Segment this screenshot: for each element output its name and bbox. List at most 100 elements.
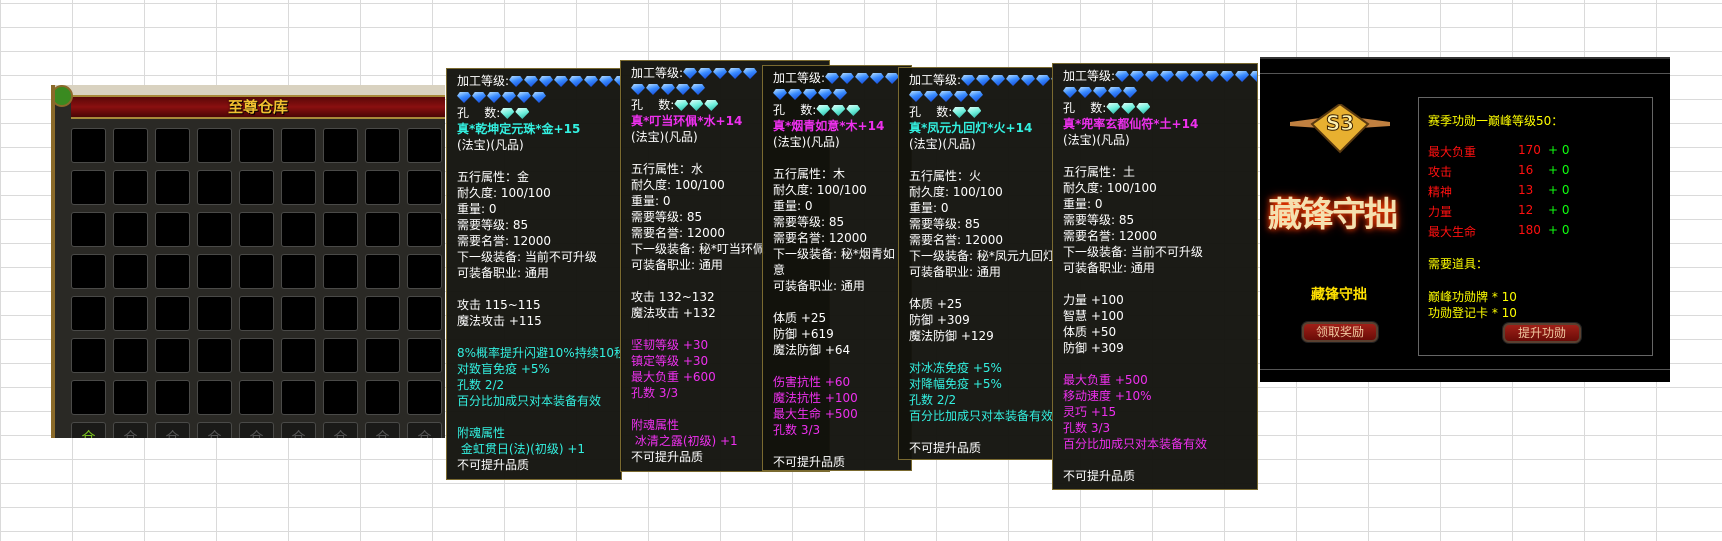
storage-slot[interactable]	[113, 128, 148, 163]
storage-slot[interactable]	[155, 338, 190, 373]
storage-slot[interactable]	[71, 338, 106, 373]
warehouse-page-tab[interactable]: 仓	[281, 422, 316, 438]
storage-slot[interactable]	[365, 128, 400, 163]
storage-slot[interactable]	[113, 170, 148, 205]
storage-slot[interactable]	[197, 254, 232, 289]
storage-slot[interactable]	[407, 170, 442, 205]
tooltip-line: 下一级装备: 当前不可升级	[1063, 244, 1257, 260]
refine-level-row-2	[773, 86, 911, 102]
storage-slot[interactable]	[113, 338, 148, 373]
storage-slot[interactable]	[71, 212, 106, 247]
warehouse-page-tab[interactable]: 仓	[239, 422, 274, 438]
storage-slot[interactable]	[239, 254, 274, 289]
storage-slot[interactable]	[407, 338, 442, 373]
storage-slot[interactable]	[407, 296, 442, 331]
warehouse-page-tab[interactable]: 仓	[197, 422, 232, 438]
upgrade-merit-button[interactable]: 提升功勋	[1503, 323, 1581, 343]
storage-slot[interactable]	[281, 128, 316, 163]
refine-level-label: 加工等级:	[773, 71, 826, 85]
tooltip-text: 魔法防御 +129	[909, 329, 994, 343]
storage-slot[interactable]	[239, 128, 274, 163]
warehouse-page-tab[interactable]: 仓	[155, 422, 190, 438]
tooltip-text: 体质 +25	[909, 297, 963, 311]
storage-slot[interactable]	[407, 254, 442, 289]
refine-gem-icon	[924, 91, 938, 102]
storage-slot[interactable]	[197, 128, 232, 163]
storage-slot[interactable]	[365, 212, 400, 247]
storage-slot[interactable]	[239, 212, 274, 247]
storage-slot[interactable]	[323, 254, 358, 289]
storage-slot[interactable]	[197, 170, 232, 205]
storage-slot[interactable]	[197, 338, 232, 373]
storage-slot[interactable]	[365, 338, 400, 373]
warehouse-page-tab[interactable]: 仓	[407, 422, 442, 438]
stat-value: 170	[1518, 143, 1541, 157]
storage-slot[interactable]	[155, 380, 190, 415]
storage-slot[interactable]	[239, 170, 274, 205]
storage-slot[interactable]	[71, 296, 106, 331]
warehouse-page-tab[interactable]: 仓	[323, 422, 358, 438]
storage-slot[interactable]	[113, 380, 148, 415]
storage-slot[interactable]	[323, 170, 358, 205]
storage-slot[interactable]	[155, 128, 190, 163]
tooltip-text: 下一级装备: 秘*凤元九回灯	[909, 249, 1053, 263]
storage-slot[interactable]	[113, 254, 148, 289]
warehouse-page-tab[interactable]: 仓	[365, 422, 400, 438]
storage-slot[interactable]	[197, 296, 232, 331]
storage-slot[interactable]	[113, 296, 148, 331]
stat-value: 180	[1518, 223, 1541, 237]
storage-slot[interactable]	[71, 170, 106, 205]
tooltip-text: 可装备职业: 通用	[1063, 261, 1155, 275]
storage-slot[interactable]	[365, 170, 400, 205]
storage-slot[interactable]	[197, 380, 232, 415]
refine-gem-icon	[1093, 87, 1107, 98]
warehouse-page-tab[interactable]: 仓	[113, 422, 148, 438]
storage-slot[interactable]	[155, 296, 190, 331]
storage-slot[interactable]	[155, 212, 190, 247]
storage-slot[interactable]	[71, 380, 106, 415]
refine-gem-icon	[676, 84, 690, 95]
warehouse-page-tab[interactable]: 仓	[71, 422, 106, 438]
tooltip-text: 可装备职业: 通用	[909, 265, 1001, 279]
tooltip-line: (法宝)(凡品)	[773, 134, 897, 150]
stat-value: 13	[1518, 183, 1534, 197]
tooltip-line: 冰清之露(初级) +1	[631, 433, 829, 449]
storage-slot[interactable]	[281, 254, 316, 289]
storage-slot[interactable]	[407, 212, 442, 247]
storage-slot[interactable]	[155, 254, 190, 289]
storage-slot[interactable]	[239, 338, 274, 373]
storage-slot[interactable]	[323, 296, 358, 331]
storage-slot[interactable]	[71, 128, 106, 163]
tooltip-line	[457, 281, 621, 297]
storage-slot[interactable]	[365, 380, 400, 415]
claim-reward-button[interactable]: 领取奖励	[1302, 322, 1378, 342]
item-tooltip: 加工等级:孔 数:真*兜率玄都仙符*土+14(法宝)(凡品)五行属性：土耐久度:…	[1052, 63, 1258, 490]
storage-slot[interactable]	[365, 296, 400, 331]
storage-slot[interactable]	[71, 254, 106, 289]
warehouse-title: 至尊仓库	[71, 95, 445, 119]
storage-slot[interactable]	[155, 170, 190, 205]
storage-slot[interactable]	[323, 380, 358, 415]
storage-slot[interactable]	[365, 254, 400, 289]
storage-slot[interactable]	[281, 380, 316, 415]
tooltip-line: 重量: 0	[631, 193, 829, 209]
storage-slot[interactable]	[239, 296, 274, 331]
storage-slot[interactable]	[239, 380, 274, 415]
tooltip-line: 需要名誉: 12000	[631, 225, 829, 241]
storage-slot[interactable]	[281, 296, 316, 331]
storage-slot[interactable]	[281, 170, 316, 205]
tooltip-line: 五行属性：木	[773, 166, 897, 182]
storage-slot[interactable]	[113, 212, 148, 247]
storage-slot[interactable]	[281, 212, 316, 247]
tooltip-line	[773, 438, 897, 454]
storage-slot[interactable]	[197, 212, 232, 247]
storage-slot[interactable]	[407, 128, 442, 163]
storage-slot[interactable]	[407, 380, 442, 415]
tooltip-text: (法宝)(凡品)	[457, 138, 524, 152]
storage-slot[interactable]	[323, 212, 358, 247]
storage-slot[interactable]	[323, 128, 358, 163]
storage-slot[interactable]	[281, 338, 316, 373]
storage-slot[interactable]	[323, 338, 358, 373]
refine-gem-icon	[1078, 87, 1092, 98]
tooltip-line	[773, 294, 897, 310]
